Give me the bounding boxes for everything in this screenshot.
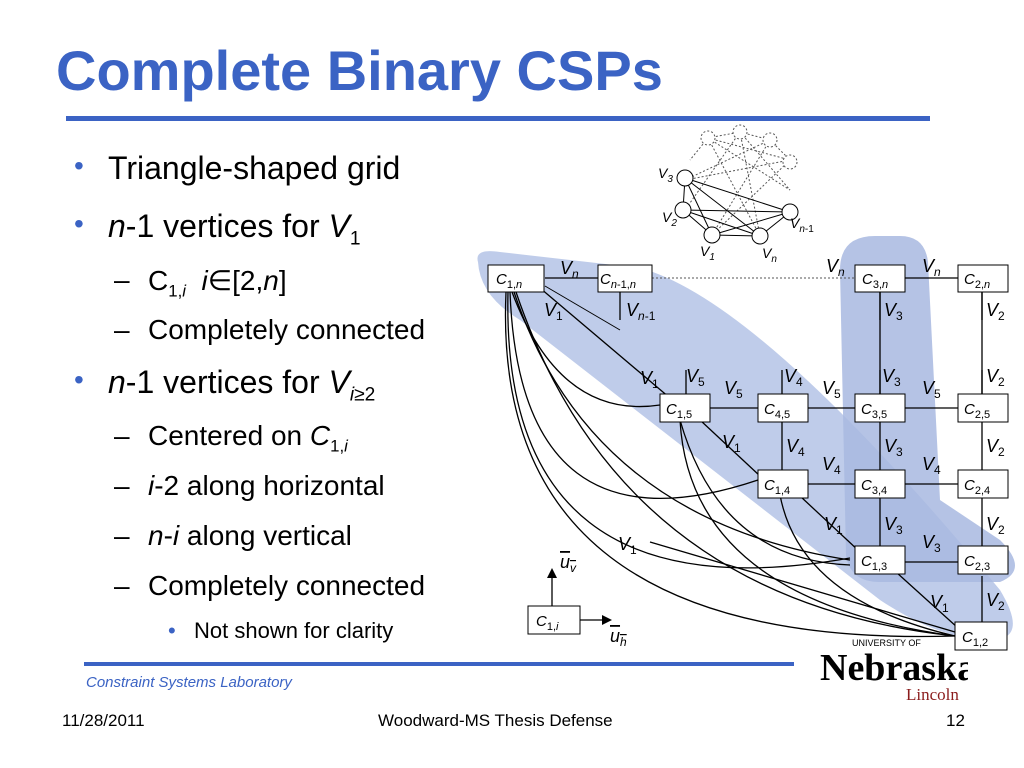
node-c2n: C2,n xyxy=(957,264,1009,293)
svg-text:C3,4: C3,4 xyxy=(861,477,887,497)
svg-text:uv: uv xyxy=(560,552,577,575)
svg-text:V3: V3 xyxy=(658,165,673,185)
node-c35: C3,5 xyxy=(854,393,906,423)
svg-text:V5: V5 xyxy=(822,378,841,401)
node-c13: C1,3 xyxy=(854,545,906,575)
grid-nodes: C1,n Cn-1,n C3,n C2,n C1,5 C4,5 C3,5 C2,… xyxy=(487,264,1009,651)
constraint-curves xyxy=(504,291,956,638)
svg-text:C1,n: C1,n xyxy=(496,271,522,291)
svg-text:Lincoln: Lincoln xyxy=(906,685,959,702)
svg-text:V2: V2 xyxy=(986,300,1005,323)
svg-text:V1: V1 xyxy=(700,243,715,263)
bullet-dot: • xyxy=(74,150,84,181)
svg-text:Vn: Vn xyxy=(762,245,777,265)
grid-lines xyxy=(539,277,983,633)
svg-text:Nebraska: Nebraska xyxy=(820,647,968,689)
svg-text:V4: V4 xyxy=(784,366,803,389)
svg-text:C3,5: C3,5 xyxy=(861,401,887,421)
svg-text:C2,3: C2,3 xyxy=(964,553,990,573)
node-c24: C2,4 xyxy=(957,469,1009,499)
svg-text:Cn-1,n: Cn-1,n xyxy=(600,271,636,291)
node-c15: C1,5 xyxy=(659,393,711,423)
node-c23: C2,3 xyxy=(957,545,1009,575)
page-number: 12 xyxy=(946,711,965,730)
footer-presentation-title: Woodward-MS Thesis Defense xyxy=(378,711,613,730)
svg-text:C1,5: C1,5 xyxy=(666,401,692,421)
svg-text:Vn: Vn xyxy=(922,256,941,279)
node-c14: C1,4 xyxy=(757,469,809,499)
svg-text:V2: V2 xyxy=(986,514,1005,537)
node-c12: C1,2 xyxy=(954,621,1008,651)
slide-title: Complete Binary CSPs xyxy=(56,39,663,102)
svg-text:UNIVERSITY OF: UNIVERSITY OF xyxy=(852,638,921,648)
svg-text:V5: V5 xyxy=(922,378,941,401)
svg-text:C2,n: C2,n xyxy=(964,271,990,291)
unl-logo: UNIVERSITY OF Nebraska Lincoln xyxy=(818,632,976,704)
bullet-dot: • xyxy=(74,208,84,239)
svg-text:V4: V4 xyxy=(922,454,941,477)
svg-text:C1,i: C1,i xyxy=(536,613,559,633)
axis-legend xyxy=(547,568,612,625)
svg-text:C4,5: C4,5 xyxy=(764,401,790,421)
bullet-dot: • xyxy=(74,364,84,395)
svg-text:C2,4: C2,4 xyxy=(964,477,990,497)
node-c45: C4,5 xyxy=(757,393,809,423)
svg-text:Vn-1: Vn-1 xyxy=(790,215,814,235)
svg-text:C2,5: C2,5 xyxy=(964,401,990,421)
node-cn1n: Cn-1,n xyxy=(597,264,653,293)
svg-text:C1,2: C1,2 xyxy=(962,629,988,649)
svg-text:V2: V2 xyxy=(986,366,1005,389)
node-c1i: C1,i xyxy=(527,605,581,635)
svg-text:V2: V2 xyxy=(986,436,1005,459)
node-c34: C3,4 xyxy=(854,469,906,499)
node-c1n: C1,n xyxy=(487,264,545,293)
svg-text:C3,n: C3,n xyxy=(862,271,888,291)
svg-text:C1,3: C1,3 xyxy=(861,553,887,573)
complete-graph-illustration: V3 V2 V1 Vn Vn-1 xyxy=(658,124,814,265)
svg-text:V2: V2 xyxy=(986,590,1005,613)
svg-text:C1,4: C1,4 xyxy=(764,477,790,497)
footer-lab-name: Constraint Systems Laboratory xyxy=(86,674,292,691)
node-c3n: C3,n xyxy=(854,264,906,293)
footer-rule xyxy=(84,662,794,666)
svg-text:uh: uh xyxy=(610,626,627,649)
svg-text:V1: V1 xyxy=(618,534,637,557)
title-underline xyxy=(66,116,930,121)
node-c25: C2,5 xyxy=(957,393,1009,423)
footer-date: 11/28/2011 xyxy=(62,711,145,730)
